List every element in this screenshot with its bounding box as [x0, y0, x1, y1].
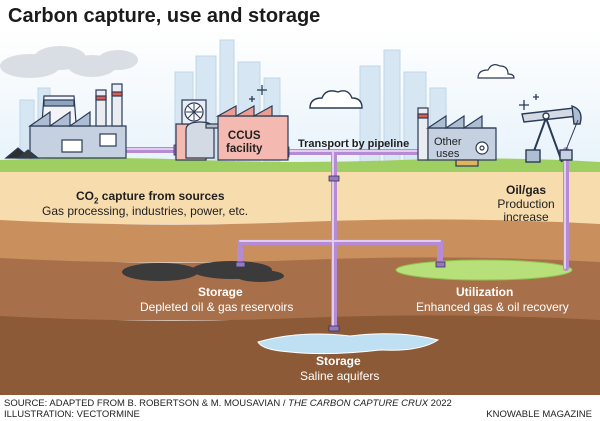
- co2-capture-title-rest: capture from sources: [98, 189, 225, 203]
- utilization-title: Utilization: [456, 285, 514, 299]
- grass-strip: [0, 158, 600, 172]
- utilization-desc: Enhanced gas & oil recovery: [416, 300, 569, 314]
- storage-reservoir-desc: Depleted oil & gas reservoirs: [140, 300, 294, 314]
- sand-layer: [0, 162, 600, 224]
- storage-aquifer-desc: Saline aquifers: [300, 369, 380, 383]
- source-credit-prefix: SOURCE: ADAPTED FROM B. ROBERTSON & M. M…: [4, 398, 289, 409]
- source-credit-year: 2022: [428, 398, 452, 409]
- oil-pump-jack: [521, 104, 582, 163]
- oil-reservoir: [122, 261, 284, 282]
- oilgas-desc-line2: increase: [503, 210, 549, 225]
- co2-capture-desc: Gas processing, industries, power, etc.: [42, 204, 249, 218]
- cloud-icon: [477, 64, 515, 79]
- soil-layer-deep: [0, 315, 600, 395]
- other-uses-label: Other uses: [434, 136, 462, 160]
- smoke-plume: [0, 46, 138, 78]
- oilgas-desc: Production increase: [488, 197, 564, 225]
- other-uses-building: [417, 107, 497, 167]
- storage-aquifer-title: Storage: [316, 354, 361, 368]
- source-credit-title: THE CARBON CAPTURE CRUX: [288, 398, 429, 409]
- co2-capture-title-co: CO: [76, 189, 94, 203]
- source-credit: SOURCE: ADAPTED FROM B. ROBERTSON & M. M…: [4, 398, 452, 409]
- saline-aquifer: [257, 333, 440, 355]
- ccus-facility-label: CCUS facility: [226, 130, 262, 155]
- oilgas-title: Oil/gas: [505, 183, 546, 197]
- transport-label: Transport by pipeline: [298, 138, 410, 150]
- publisher-credit: KNOWABLE MAGAZINE: [486, 409, 592, 420]
- oilgas-desc-line1: Production: [497, 197, 555, 211]
- co2-capture-title-sub: 2: [94, 196, 99, 206]
- cloud-icon: [309, 90, 363, 109]
- co2-capture-title: CO2 capture from sources: [76, 189, 225, 206]
- storage-reservoir-title: Storage: [198, 285, 243, 299]
- ccus-facility-label-line1: CCUS: [227, 130, 261, 142]
- page-title: Carbon capture, use and storage: [8, 5, 321, 27]
- sparkle-icon: [249, 85, 539, 110]
- gas-oil-pocket: [395, 259, 573, 281]
- illustration-credit: ILLUSTRATION: VECTORMINE: [4, 409, 140, 420]
- ccus-facility: [175, 99, 289, 161]
- ccus-facility-label-line2: facility: [226, 142, 263, 155]
- power-plant: [4, 83, 127, 159]
- other-uses-label-line1: Other: [434, 136, 462, 148]
- gear-icon: [475, 141, 489, 155]
- other-uses-label-line2: uses: [436, 148, 460, 161]
